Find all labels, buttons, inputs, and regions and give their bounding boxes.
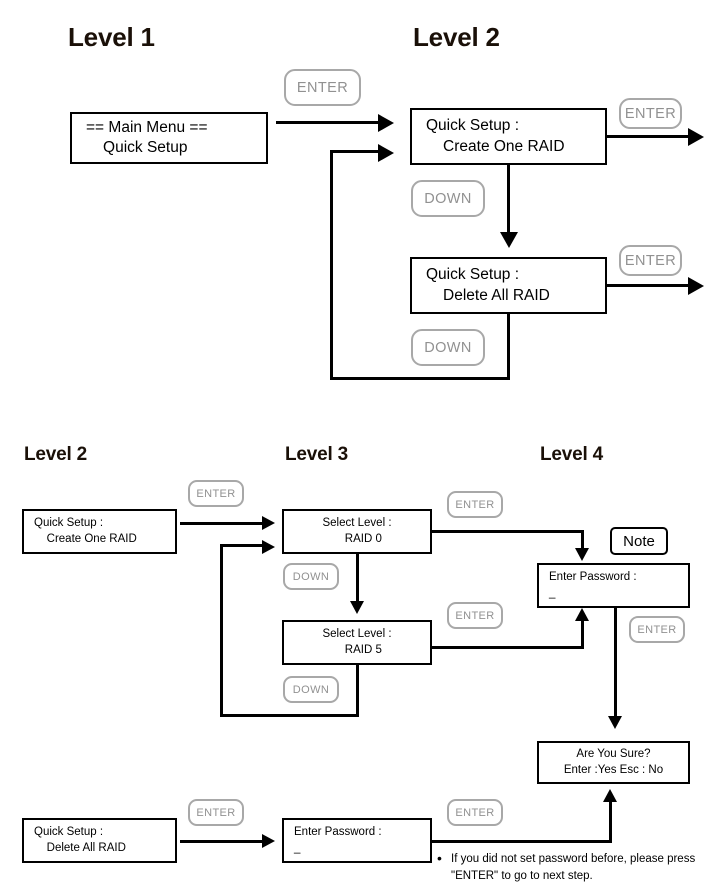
- screen-enter-password-l3-line2: _: [294, 841, 301, 854]
- screen-select-level-raid0-line1: Select Level :: [322, 517, 392, 530]
- screen-enter-password-l4-line2: _: [549, 586, 556, 599]
- connector-loop-left: [330, 377, 510, 380]
- screen-enter-password-l3-line1: Enter Password :: [294, 826, 382, 839]
- screen-delete-all-raid-line1: Quick Setup :: [426, 266, 520, 284]
- screen-are-you-sure: Are You Sure? Enter :Yes Esc : No: [537, 741, 690, 784]
- connector-delete-raid-next: [607, 284, 693, 287]
- footnote-bullet: •: [437, 850, 442, 866]
- connector-create-raid-next: [607, 135, 693, 138]
- connector-raid5-loop-up: [220, 544, 223, 716]
- arrowhead-create-to-delete: [500, 232, 518, 248]
- connector-create-to-selectlevel: [180, 522, 265, 525]
- key-enter-delete-to-password[interactable]: ENTER: [188, 799, 244, 826]
- arrowhead-create-raid-next: [688, 127, 704, 146]
- key-enter-create-raid-next[interactable]: ENTER: [619, 98, 682, 129]
- connector-raid5-up: [581, 620, 584, 648]
- heading-level-2-bottom: Level 2: [24, 444, 88, 465]
- screen-enter-password-l3: Enter Password : _: [282, 818, 432, 863]
- footnote: • If you did not set password before, pl…: [437, 850, 707, 884]
- arrowhead-delete-to-password: [262, 834, 275, 848]
- screen-create-one-raid: Quick Setup : Create One RAID: [410, 108, 607, 165]
- key-enter-password-to-confirm[interactable]: ENTER: [629, 616, 685, 643]
- key-enter-password-to-confirm-b[interactable]: ENTER: [447, 799, 503, 826]
- arrowhead-loop-to-create: [378, 143, 394, 162]
- screen-create-one-raid-b: Quick Setup : Create One RAID: [22, 509, 177, 554]
- screen-select-level-raid5: Select Level : RAID 5: [282, 620, 432, 665]
- note-badge: Note: [610, 527, 668, 555]
- connector-password-b-up: [609, 800, 612, 842]
- connector-password-to-confirm: [614, 608, 617, 721]
- screen-delete-all-raid-b-line1: Quick Setup :: [34, 826, 104, 839]
- arrowhead-password-to-confirm: [607, 716, 622, 729]
- key-enter-create-to-selectlevel[interactable]: ENTER: [188, 480, 244, 507]
- key-down-delete-wrap[interactable]: DOWN: [411, 329, 485, 366]
- screen-select-level-raid0-line2: RAID 0: [344, 532, 382, 545]
- screen-select-level-raid5-line2: RAID 5: [344, 643, 382, 656]
- connector-delete-to-password: [180, 840, 265, 843]
- connector-raid5-loop-left: [220, 714, 359, 717]
- screen-create-one-raid-line2: Create One RAID: [443, 137, 565, 155]
- connector-raid0-to-raid5: [356, 554, 359, 606]
- connector-raid0-to-password: [432, 530, 584, 533]
- connector-raid5-loop-right: [220, 544, 266, 547]
- connector-raid5-loop-down: [356, 665, 359, 717]
- heading-level-1: Level 1: [68, 22, 155, 52]
- screen-delete-all-raid-line2: Delete All RAID: [443, 286, 550, 304]
- screen-select-level-raid5-line1: Select Level :: [322, 628, 392, 641]
- screen-create-one-raid-b-line2: Create One RAID: [46, 532, 137, 545]
- screen-are-you-sure-line2: Enter :Yes Esc : No: [563, 763, 664, 776]
- screen-create-one-raid-b-line1: Quick Setup :: [34, 517, 104, 530]
- connector-loop-down: [507, 314, 510, 380]
- connector-mainmenu-to-create: [276, 121, 380, 124]
- screen-delete-all-raid-b: Quick Setup : Delete All RAID: [22, 818, 177, 863]
- key-enter-raid5-to-password[interactable]: ENTER: [447, 602, 503, 629]
- key-down-raid5-wrap[interactable]: DOWN: [283, 676, 339, 703]
- key-enter-raid0-to-password[interactable]: ENTER: [447, 491, 503, 518]
- screen-main-menu-line1: == Main Menu ==: [86, 118, 208, 136]
- heading-level-4: Level 4: [540, 444, 604, 465]
- heading-level-2-top: Level 2: [413, 22, 500, 52]
- screen-enter-password-l4: Enter Password : _: [537, 563, 690, 608]
- screen-select-level-raid0: Select Level : RAID 0: [282, 509, 432, 554]
- screen-main-menu-line2: Quick Setup: [103, 139, 188, 156]
- screen-main-menu: == Main Menu == Quick Setup: [70, 112, 268, 164]
- arrowhead-raid0-to-raid5: [349, 601, 364, 614]
- connector-password-b-right: [432, 840, 612, 843]
- connector-loop-up: [330, 150, 333, 380]
- arrowhead-delete-raid-next: [688, 276, 704, 295]
- key-down-create-to-delete[interactable]: DOWN: [411, 180, 485, 217]
- connector-raid0-down: [581, 530, 584, 555]
- arrowhead-raid5-to-password: [574, 608, 589, 621]
- screen-are-you-sure-line1: Are You Sure?: [576, 748, 651, 761]
- footnote-text: If you did not set password before, plea…: [451, 853, 696, 882]
- screen-delete-all-raid: Quick Setup : Delete All RAID: [410, 257, 607, 314]
- screen-enter-password-l4-line1: Enter Password :: [549, 571, 637, 584]
- arrowhead-create-to-selectlevel: [262, 516, 275, 530]
- heading-level-3: Level 3: [285, 444, 349, 465]
- screen-delete-all-raid-b-line2: Delete All RAID: [46, 841, 126, 854]
- key-enter-main-to-level2[interactable]: ENTER: [284, 69, 361, 106]
- arrowhead-password-b-to-confirm: [602, 789, 617, 802]
- arrowhead-mainmenu-to-create: [378, 113, 394, 132]
- connector-create-to-delete: [507, 165, 510, 236]
- key-down-raid0-to-raid5[interactable]: DOWN: [283, 563, 339, 590]
- arrowhead-loop-to-selectlevel: [262, 540, 275, 554]
- connector-raid5-to-password: [432, 646, 584, 649]
- arrowhead-raid0-to-password: [574, 548, 589, 561]
- connector-loop-right: [330, 150, 382, 153]
- screen-create-one-raid-line1: Quick Setup :: [426, 117, 520, 135]
- key-enter-delete-raid-next[interactable]: ENTER: [619, 245, 682, 276]
